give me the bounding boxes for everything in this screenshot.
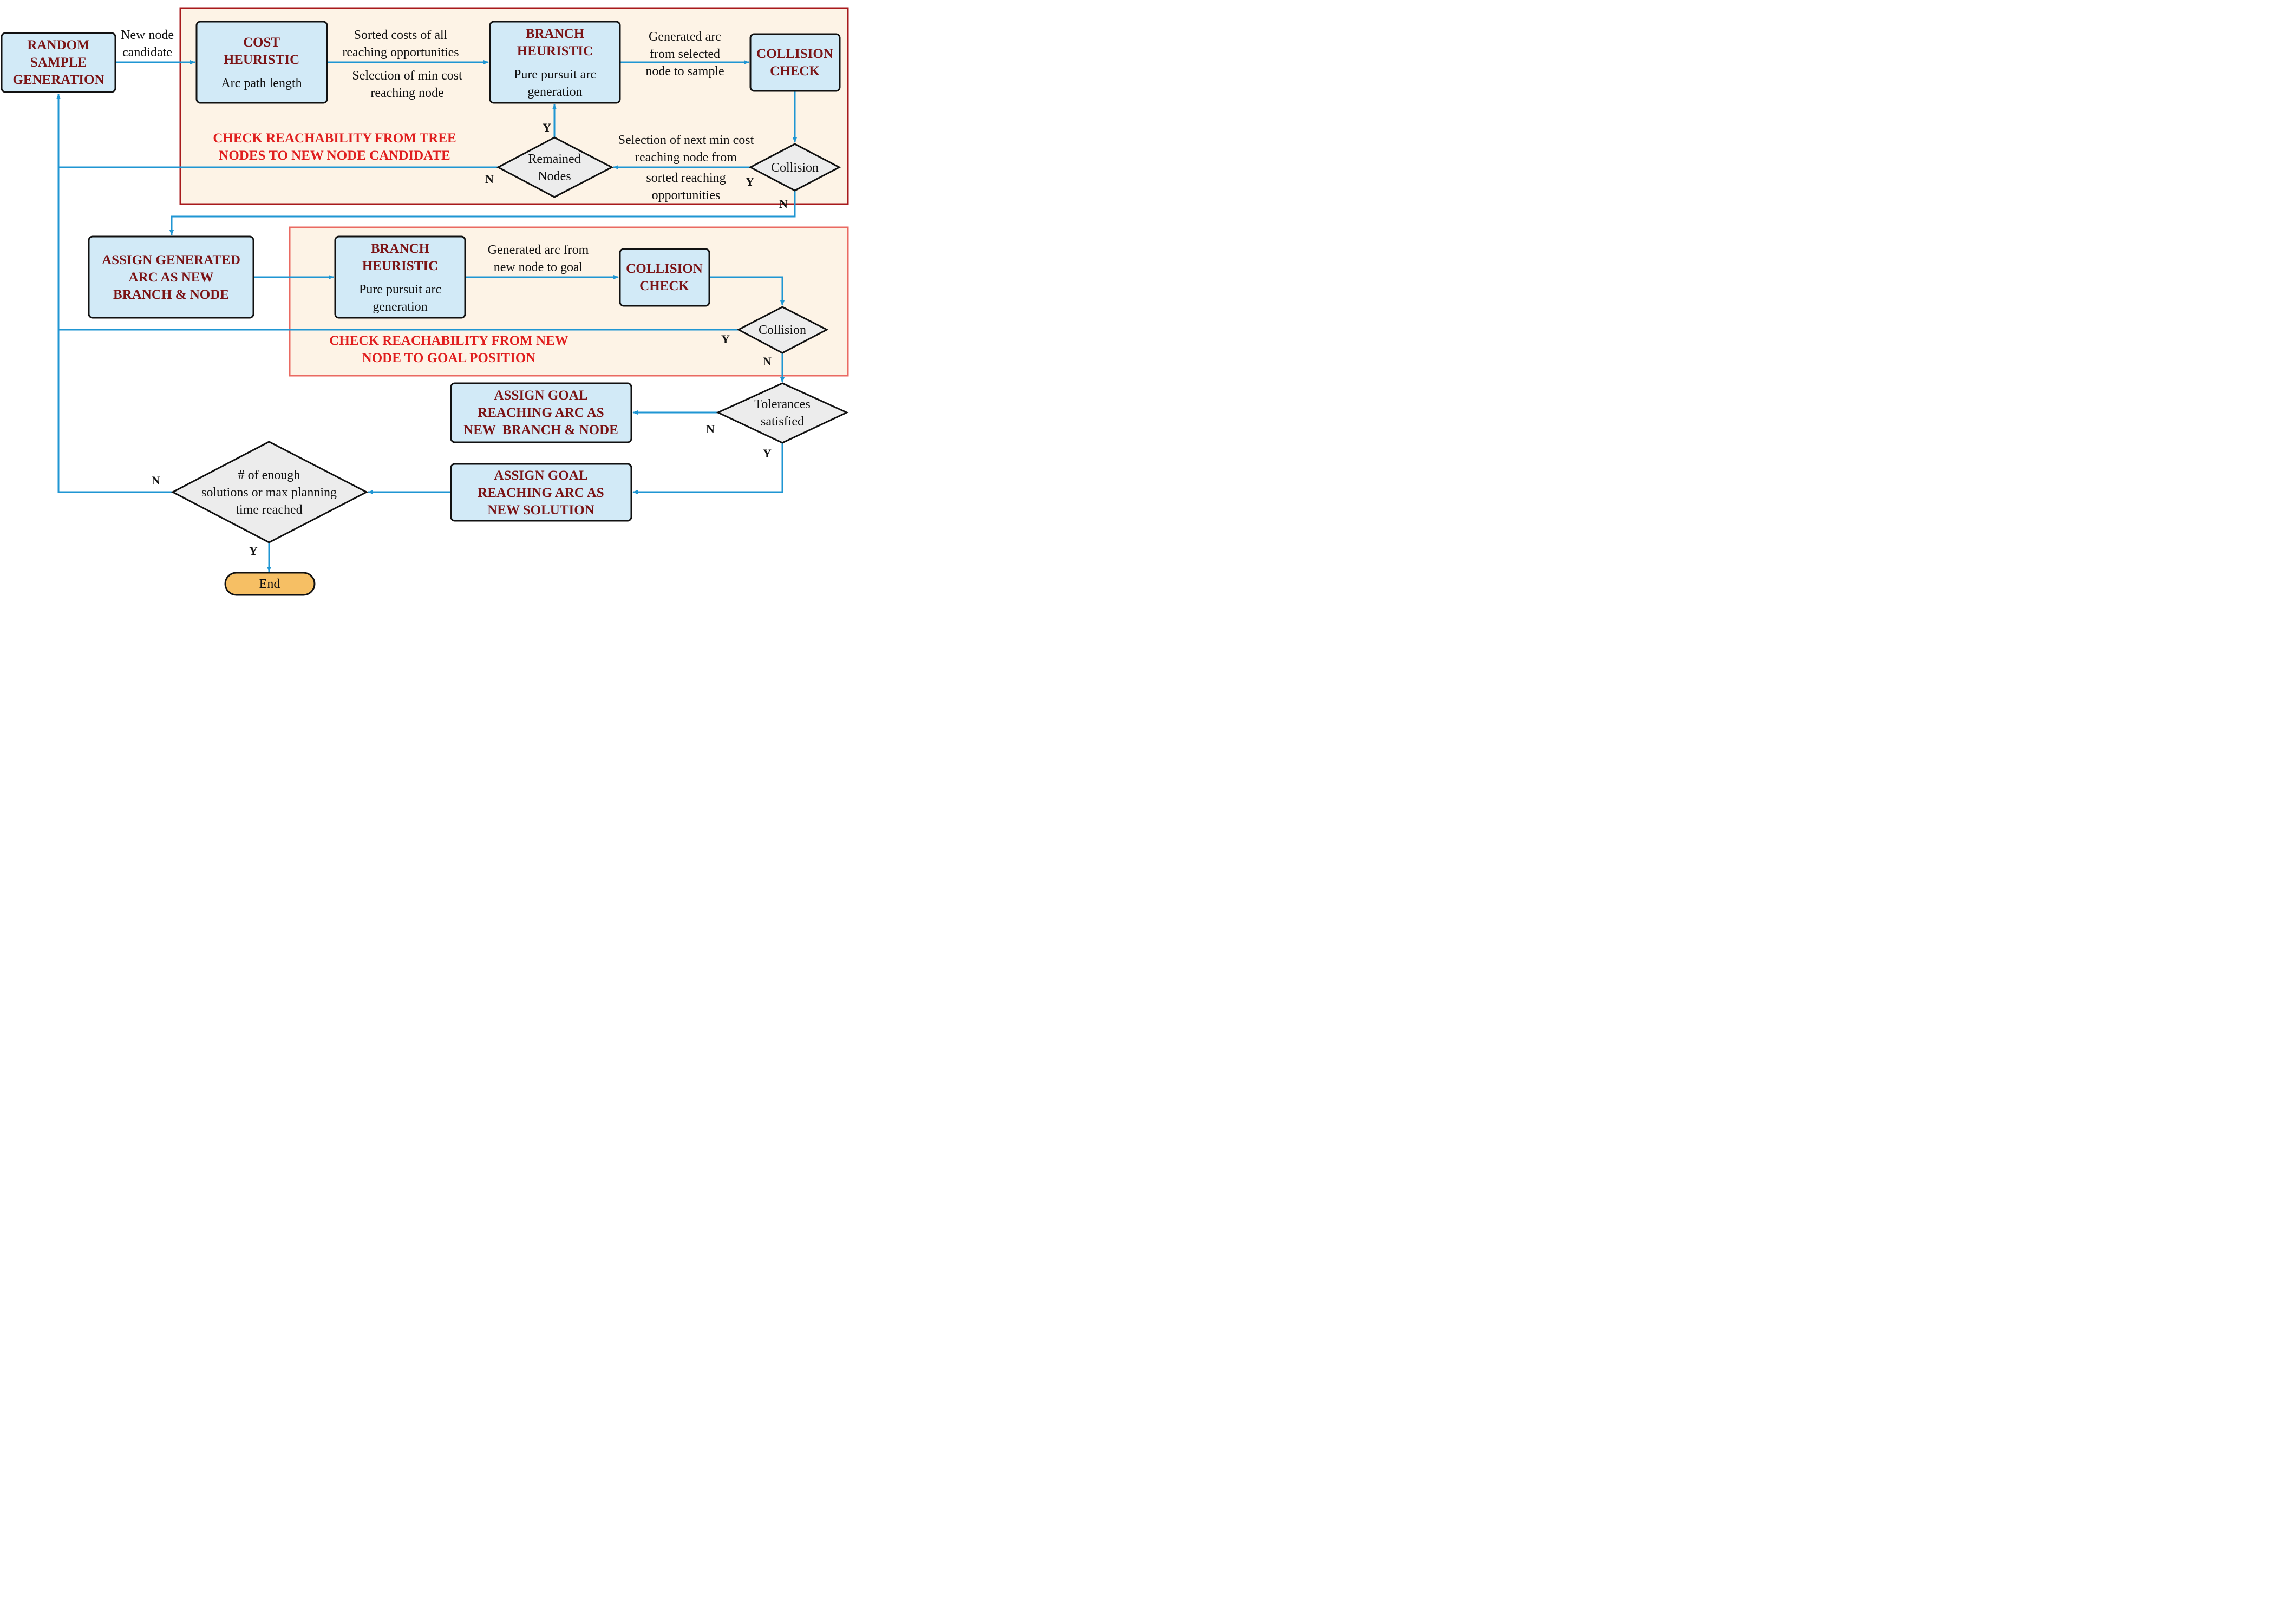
assign-branch-title-3: BRANCH & NODE (113, 287, 229, 302)
branch-heuristic-2-title-2: HEURISTIC (362, 259, 438, 273)
assign-goal-branch-title-2: REACHING ARC AS (478, 405, 604, 420)
arrow-collision2-to-decision (709, 276, 785, 306)
edge-label-generated-arc-goal-2: new node to goal (494, 260, 583, 274)
assign-goal-branch-title-1: ASSIGN GOAL (494, 388, 588, 403)
collision-check-box-1: COLLISION CHECK (749, 33, 841, 92)
region-reach-tree-title-1: CHECK REACHABILITY FROM TREE (213, 131, 456, 146)
flowchart-canvas: CHECK REACHABILITY FROM TREE NODES TO NE… (0, 0, 849, 599)
edge-label-selection-min-2: reaching node (370, 86, 443, 100)
edge-label-generated-arc-sample-3: node to sample (645, 64, 724, 78)
assign-goal-branch-box: ASSIGN GOAL REACHING ARC AS NEW BRANCH &… (450, 382, 632, 443)
remained-nodes-decision: Remained Nodes (496, 136, 614, 198)
arrow-collision-n-to-assign (169, 190, 796, 235)
assign-branch-box: ASSIGN GENERATED ARC AS NEW BRANCH & NOD… (88, 235, 254, 319)
branch-heuristic-1-title-1: BRANCH (526, 27, 585, 41)
collision-decision-2: Collision (736, 306, 829, 354)
collision-decision-1: Collision (748, 143, 841, 192)
edge-label-selection-min-1: Selection of min cost (352, 69, 462, 83)
assign-goal-solution-title-2: REACHING ARC AS (478, 486, 604, 500)
edge-label-generated-arc-sample-1: Generated arc (649, 30, 721, 44)
branch-heuristic-2-sub-1: Pure pursuit arc (359, 283, 441, 297)
branch-heuristic-2-title-1: BRANCH (371, 241, 430, 256)
edge-label-sorted-costs-1: Sorted costs of all (354, 28, 448, 42)
edge-label-selection-next-2: reaching node from (635, 150, 737, 165)
enough-solutions-label-3: time reached (236, 503, 302, 517)
collision-check-1-title-2: CHECK (770, 64, 820, 78)
collision1-y-label: Y (746, 175, 754, 188)
collision-check-2-title-1: COLLISION (626, 261, 703, 276)
remained-nodes-label-1: Remained (528, 152, 580, 166)
assign-goal-solution-title-3: NEW SOLUTION (487, 503, 594, 518)
edge-label-sorted-costs-2: reaching opportunities (342, 45, 459, 60)
tolerances-label-1: Tolerances (754, 397, 811, 411)
enough-n-label: N (152, 474, 160, 487)
collision2-y-label: Y (721, 332, 730, 346)
assign-goal-solution-title-1: ASSIGN GOAL (494, 468, 588, 483)
edge-label-generated-arc-sample-2: from selected (650, 47, 720, 61)
random-sample-title-2: SAMPLE (30, 55, 87, 70)
region-reach-tree-title-2: NODES TO NEW NODE CANDIDATE (219, 148, 450, 163)
branch-heuristic-2-sub-2: generation (373, 300, 427, 314)
branch-heuristic-box-2: BRANCH HEURISTIC Pure pursuit arc genera… (334, 235, 466, 319)
region-reach-goal-title-1: CHECK REACHABILITY FROM NEW (329, 333, 568, 348)
edge-label-new-node-1: New node (121, 28, 174, 42)
line-enough-n-to-left (57, 167, 173, 493)
branch-heuristic-1-title-2: HEURISTIC (517, 44, 593, 58)
branch-heuristic-1-sub-1: Pure pursuit arc (514, 68, 596, 82)
enough-solutions-decision: # of enough solutions or max planning ti… (171, 441, 369, 543)
tolerances-n-label: N (706, 422, 715, 436)
collision-check-1-title-1: COLLISION (756, 47, 833, 61)
cost-heuristic-title-1: COST (243, 35, 280, 50)
flowchart-svg: CHECK REACHABILITY FROM TREE NODES TO NE… (1, 7, 849, 596)
collision2-n-label: N (763, 355, 772, 368)
tolerances-y-label: Y (763, 447, 772, 460)
collision-decision-1-label: Collision (771, 161, 819, 175)
remained-y-label: Y (543, 121, 551, 134)
connectors (56, 60, 797, 572)
random-sample-title-3: GENERATION (12, 73, 104, 87)
edge-label-selection-next-1: Selection of next min cost (618, 133, 754, 147)
cost-heuristic-subtitle: Arc path length (221, 76, 302, 90)
cost-heuristic-title-2: HEURISTIC (224, 53, 299, 67)
remained-nodes-label-2: Nodes (538, 169, 571, 184)
edge-label-selection-next-4: opportunities (652, 188, 721, 202)
assign-branch-title-2: ARC AS NEW (129, 270, 214, 285)
branch-heuristic-box-1: BRANCH HEURISTIC Pure pursuit arc genera… (489, 21, 621, 104)
enough-solutions-label-2: solutions or max planning (201, 486, 337, 500)
end-label: End (259, 577, 280, 591)
random-sample-title-1: RANDOM (27, 38, 89, 53)
assign-goal-branch-title-3: NEW BRANCH & NODE (463, 423, 618, 437)
collision1-n-label: N (779, 197, 788, 211)
region-reach-goal-title-2: NODE TO GOAL POSITION (362, 351, 536, 365)
tolerances-decision: Tolerances satisfied (716, 382, 849, 444)
edge-label-selection-next-3: sorted reaching (646, 171, 726, 185)
edge-label-generated-arc-goal-1: Generated arc from (488, 243, 589, 257)
edge-label-new-node-2: candidate (122, 45, 172, 60)
assign-goal-solution-box: ASSIGN GOAL REACHING ARC AS NEW SOLUTION (450, 463, 632, 522)
random-sample-box: RANDOM SAMPLE GENERATION (1, 32, 116, 93)
tolerances-label-2: satisfied (761, 415, 804, 429)
end-terminator: End (224, 572, 316, 596)
cost-heuristic-box: COST HEURISTIC Arc path length (195, 21, 328, 104)
collision-check-box-2: COLLISION CHECK (619, 248, 710, 307)
enough-y-label: Y (249, 544, 258, 558)
arrow-tolerances-y-to-solution (632, 443, 783, 494)
branch-heuristic-1-sub-2: generation (527, 85, 582, 99)
assign-branch-title-1: ASSIGN GENERATED (102, 253, 240, 267)
enough-solutions-label-1: # of enough (238, 468, 300, 482)
collision-decision-2-label: Collision (759, 323, 806, 337)
collision-check-2-title-2: CHECK (639, 279, 689, 293)
remained-n-label: N (485, 172, 494, 186)
